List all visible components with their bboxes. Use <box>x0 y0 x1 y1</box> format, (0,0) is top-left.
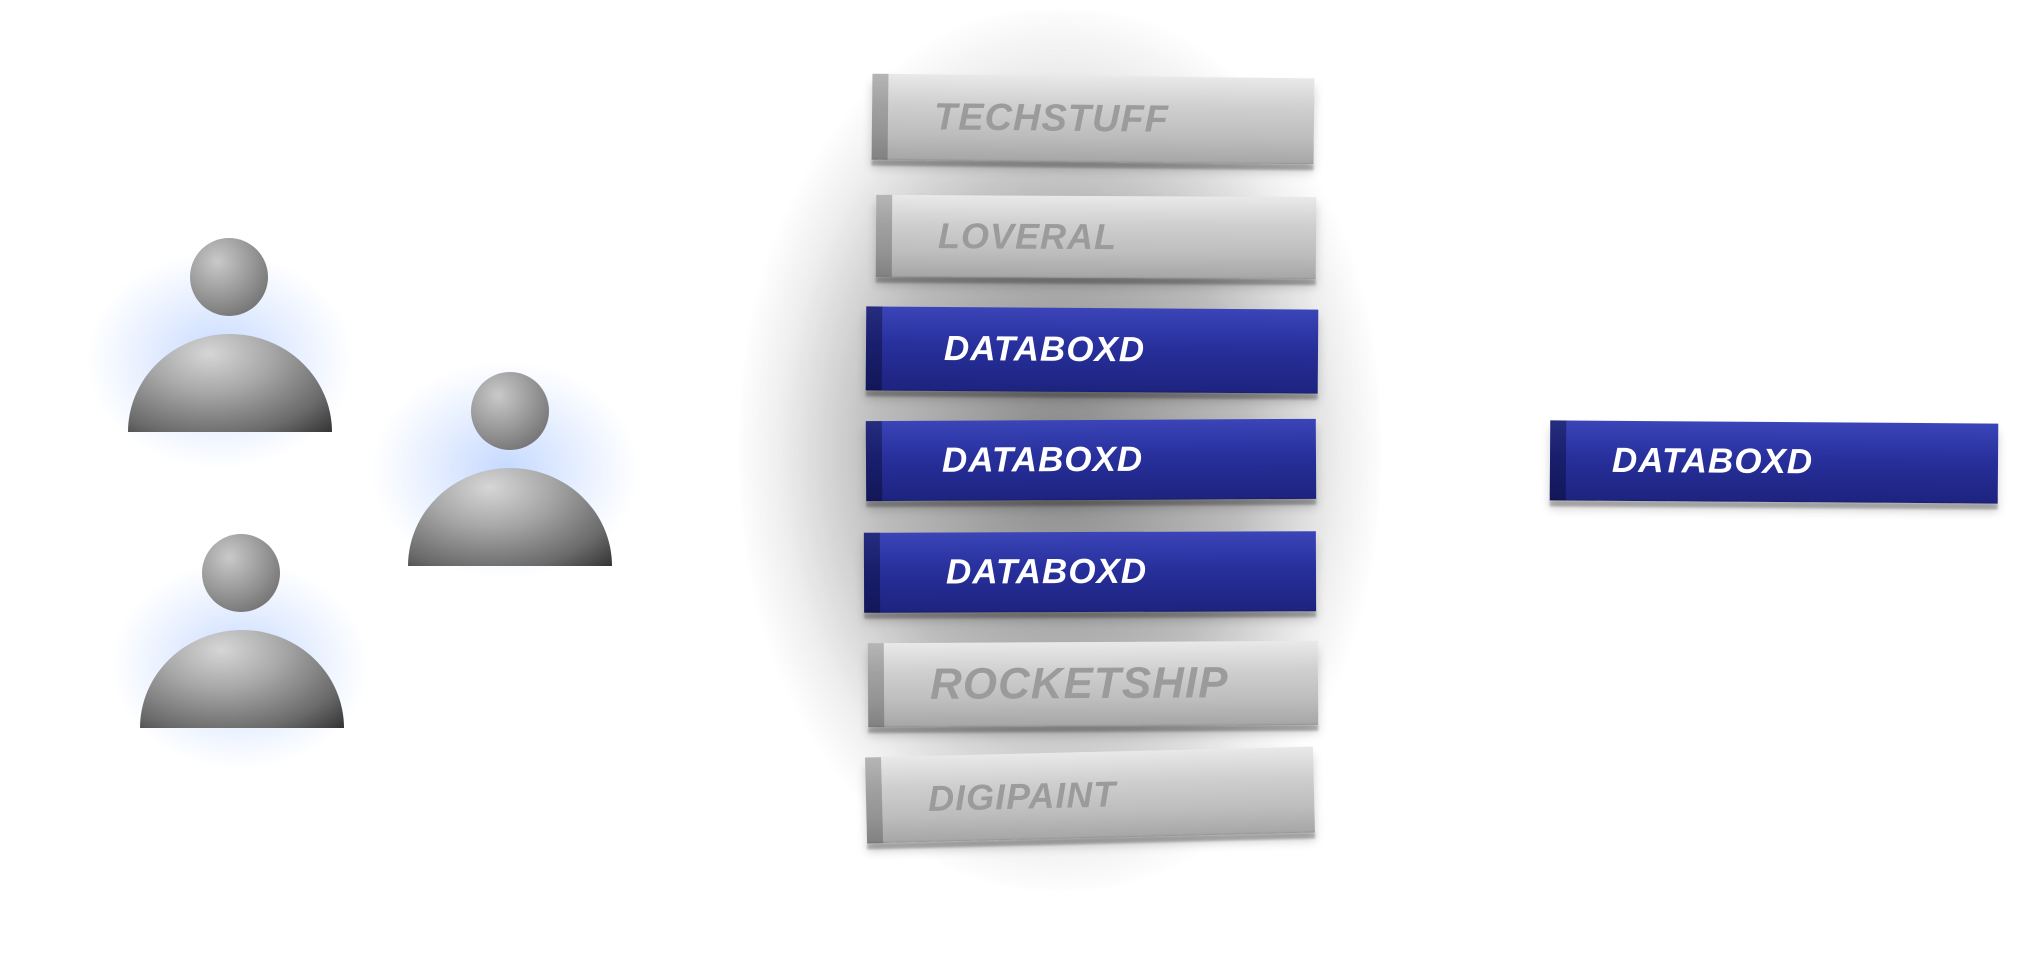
user-icon <box>140 534 344 734</box>
brand-bar-loveral: LOVERAL <box>875 194 1317 280</box>
brand-label: ROCKETSHIP <box>929 658 1229 709</box>
user-head <box>202 534 280 612</box>
user-head <box>190 238 268 316</box>
user-head <box>471 372 549 450</box>
brand-bar-rocketship: ROCKETSHIP <box>867 640 1319 728</box>
brand-label: DATABOXD <box>943 328 1146 370</box>
brand-bar-digipaint: DIGIPAINT <box>865 746 1315 844</box>
brand-label: DATABOXD <box>1611 440 1814 482</box>
brand-bar-databoxd: DATABOXD <box>865 306 1319 394</box>
selected-brand-bar: DATABOXD <box>1549 420 1999 504</box>
brand-label: DIGIPAINT <box>927 773 1117 819</box>
user-icon <box>408 372 612 572</box>
user-body <box>140 630 344 728</box>
user-body <box>408 468 612 566</box>
brand-bar-databoxd: DATABOXD <box>865 418 1317 502</box>
user-body <box>128 334 332 432</box>
brand-label: LOVERAL <box>937 215 1118 258</box>
brand-bar-techstuff: TECHSTUFF <box>871 73 1315 165</box>
brand-label: DATABOXD <box>941 439 1144 480</box>
brand-label: TECHSTUFF <box>933 95 1170 141</box>
user-icon <box>128 238 332 438</box>
brand-bar-databoxd: DATABOXD <box>863 531 1317 613</box>
brand-label: DATABOXD <box>945 551 1148 592</box>
